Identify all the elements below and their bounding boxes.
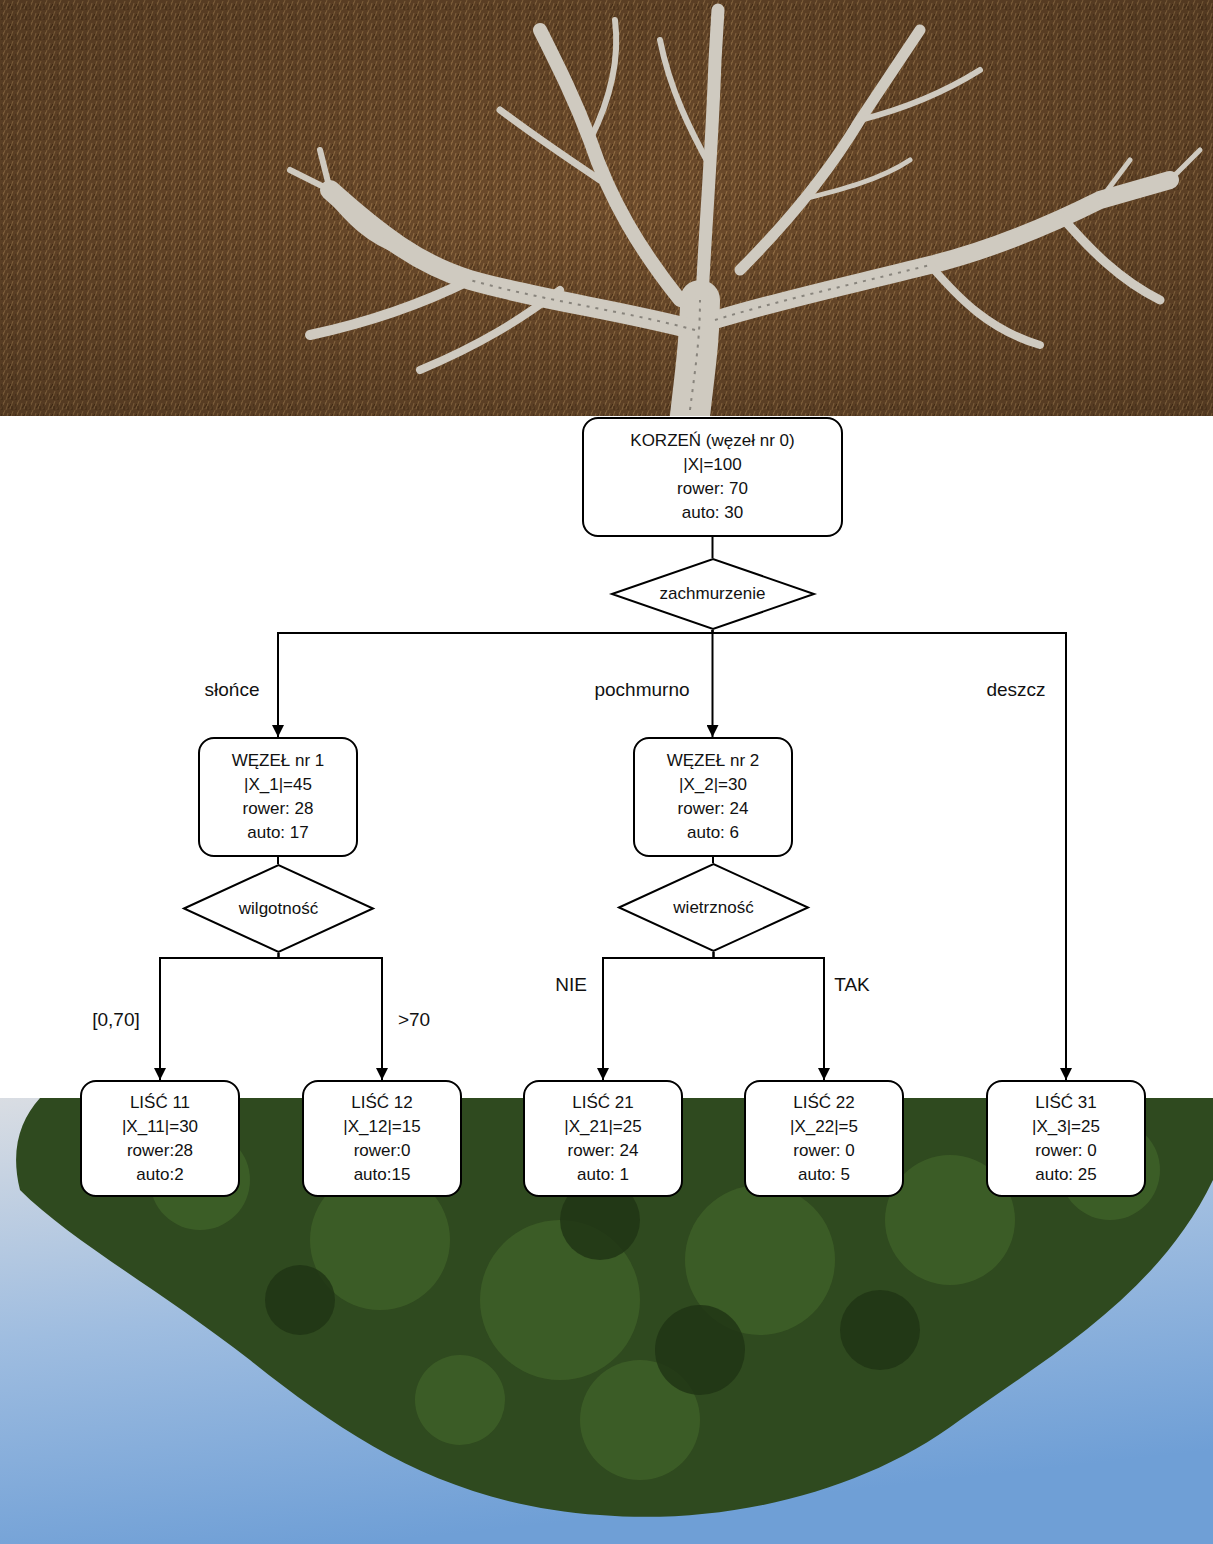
node-line: rower: 28 — [232, 797, 325, 821]
connector-arrow — [712, 630, 714, 737]
connector-arrow — [603, 952, 714, 1080]
node-title: WĘZEŁ nr 1 — [232, 749, 325, 773]
node-title: LIŚĆ 12 — [343, 1091, 420, 1115]
branch-label: pochmurno — [591, 679, 692, 701]
leaf-box: LIŚĆ 11|X_11|=30rower:28auto:2 — [80, 1080, 240, 1197]
leaf-box: LIŚĆ 21|X_21|=25rower: 24auto: 1 — [523, 1080, 683, 1197]
node-line: rower:0 — [343, 1139, 420, 1163]
root-box: KORZEŃ (węzeł nr 0)|X|=100rower: 70auto:… — [582, 417, 843, 537]
node-title: LIŚĆ 11 — [122, 1091, 198, 1115]
node-line: auto:15 — [343, 1163, 420, 1187]
connector-arrow — [160, 953, 279, 1080]
node-title: zachmurzenie — [660, 582, 766, 606]
branch-label: TAK — [831, 974, 873, 996]
node-title: WĘZEŁ nr 2 — [667, 749, 760, 773]
decision-diamond: wietrzność — [618, 863, 809, 952]
node-line: |X_1|=45 — [232, 773, 325, 797]
node-line: auto: 1 — [564, 1163, 641, 1187]
leaf-box: LIŚĆ 12|X_12|=15rower:0auto:15 — [302, 1080, 462, 1197]
node-text: WĘZEŁ nr 1|X_1|=45rower: 28auto: 17 — [232, 749, 325, 845]
node-box: WĘZEŁ nr 2|X_2|=30rower: 24auto: 6 — [633, 737, 793, 857]
connector-arrow — [278, 630, 713, 737]
diamond-shape — [612, 559, 814, 629]
branch-label: deszcz — [983, 679, 1048, 701]
node-line: auto: 25 — [1032, 1163, 1100, 1187]
node-title: wietrzność — [673, 896, 753, 920]
node-line: |X_11|=30 — [122, 1115, 198, 1139]
node-line: auto: 6 — [667, 821, 760, 845]
node-line: |X_3|=25 — [1032, 1115, 1100, 1139]
connector-line — [712, 537, 714, 558]
node-text: wilgotność — [239, 897, 318, 921]
decision-diamond: wilgotność — [183, 864, 374, 953]
node-line: |X_12|=15 — [343, 1115, 420, 1139]
node-line: |X_22|=5 — [790, 1115, 858, 1139]
diamond-shape — [184, 865, 373, 952]
node-line: auto: 17 — [232, 821, 325, 845]
connector-arrow — [279, 953, 383, 1080]
node-line: auto: 5 — [790, 1163, 858, 1187]
node-text: WĘZEŁ nr 2|X_2|=30rower: 24auto: 6 — [667, 749, 760, 845]
node-text: LIŚĆ 22|X_22|=5rower: 0auto: 5 — [790, 1091, 858, 1187]
node-text: LIŚĆ 21|X_21|=25rower: 24auto: 1 — [564, 1091, 641, 1187]
node-text: zachmurzenie — [660, 582, 766, 606]
node-line: rower: 24 — [667, 797, 760, 821]
node-text: wietrzność — [673, 896, 753, 920]
node-text: LIŚĆ 12|X_12|=15rower:0auto:15 — [343, 1091, 420, 1187]
node-line: rower: 0 — [790, 1139, 858, 1163]
branch-label: >70 — [395, 1009, 433, 1031]
roots-photo — [0, 0, 1213, 416]
node-text: LIŚĆ 11|X_11|=30rower:28auto:2 — [122, 1091, 198, 1187]
node-box: WĘZEŁ nr 1|X_1|=45rower: 28auto: 17 — [198, 737, 358, 857]
connector-arrow — [714, 952, 825, 1080]
node-title: LIŚĆ 21 — [564, 1091, 641, 1115]
node-text: KORZEŃ (węzeł nr 0)|X|=100rower: 70auto:… — [630, 429, 794, 525]
node-line: rower: 0 — [1032, 1139, 1100, 1163]
node-line: auto: 30 — [630, 501, 794, 525]
connector-line — [712, 857, 714, 863]
leaf-box: LIŚĆ 22|X_22|=5rower: 0auto: 5 — [744, 1080, 904, 1197]
decision-diamond: zachmurzenie — [611, 558, 815, 630]
node-text: LIŚĆ 31|X_3|=25rower: 0auto: 25 — [1032, 1091, 1100, 1187]
node-title: LIŚĆ 31 — [1032, 1091, 1100, 1115]
diamond-shape — [619, 864, 808, 951]
node-title: wilgotność — [239, 897, 318, 921]
node-line: |X|=100 — [630, 453, 794, 477]
node-title: LIŚĆ 22 — [790, 1091, 858, 1115]
node-title: KORZEŃ (węzeł nr 0) — [630, 429, 794, 453]
leaf-box: LIŚĆ 31|X_3|=25rower: 0auto: 25 — [986, 1080, 1146, 1197]
node-line: auto:2 — [122, 1163, 198, 1187]
node-line: rower: 24 — [564, 1139, 641, 1163]
branch-label: NIE — [552, 974, 590, 996]
node-line: rower:28 — [122, 1139, 198, 1163]
branch-label: słońce — [202, 679, 263, 701]
connector-line — [277, 857, 279, 864]
node-line: |X_21|=25 — [564, 1115, 641, 1139]
node-line: rower: 70 — [630, 477, 794, 501]
branch-label: [0,70] — [89, 1009, 143, 1031]
node-line: |X_2|=30 — [667, 773, 760, 797]
